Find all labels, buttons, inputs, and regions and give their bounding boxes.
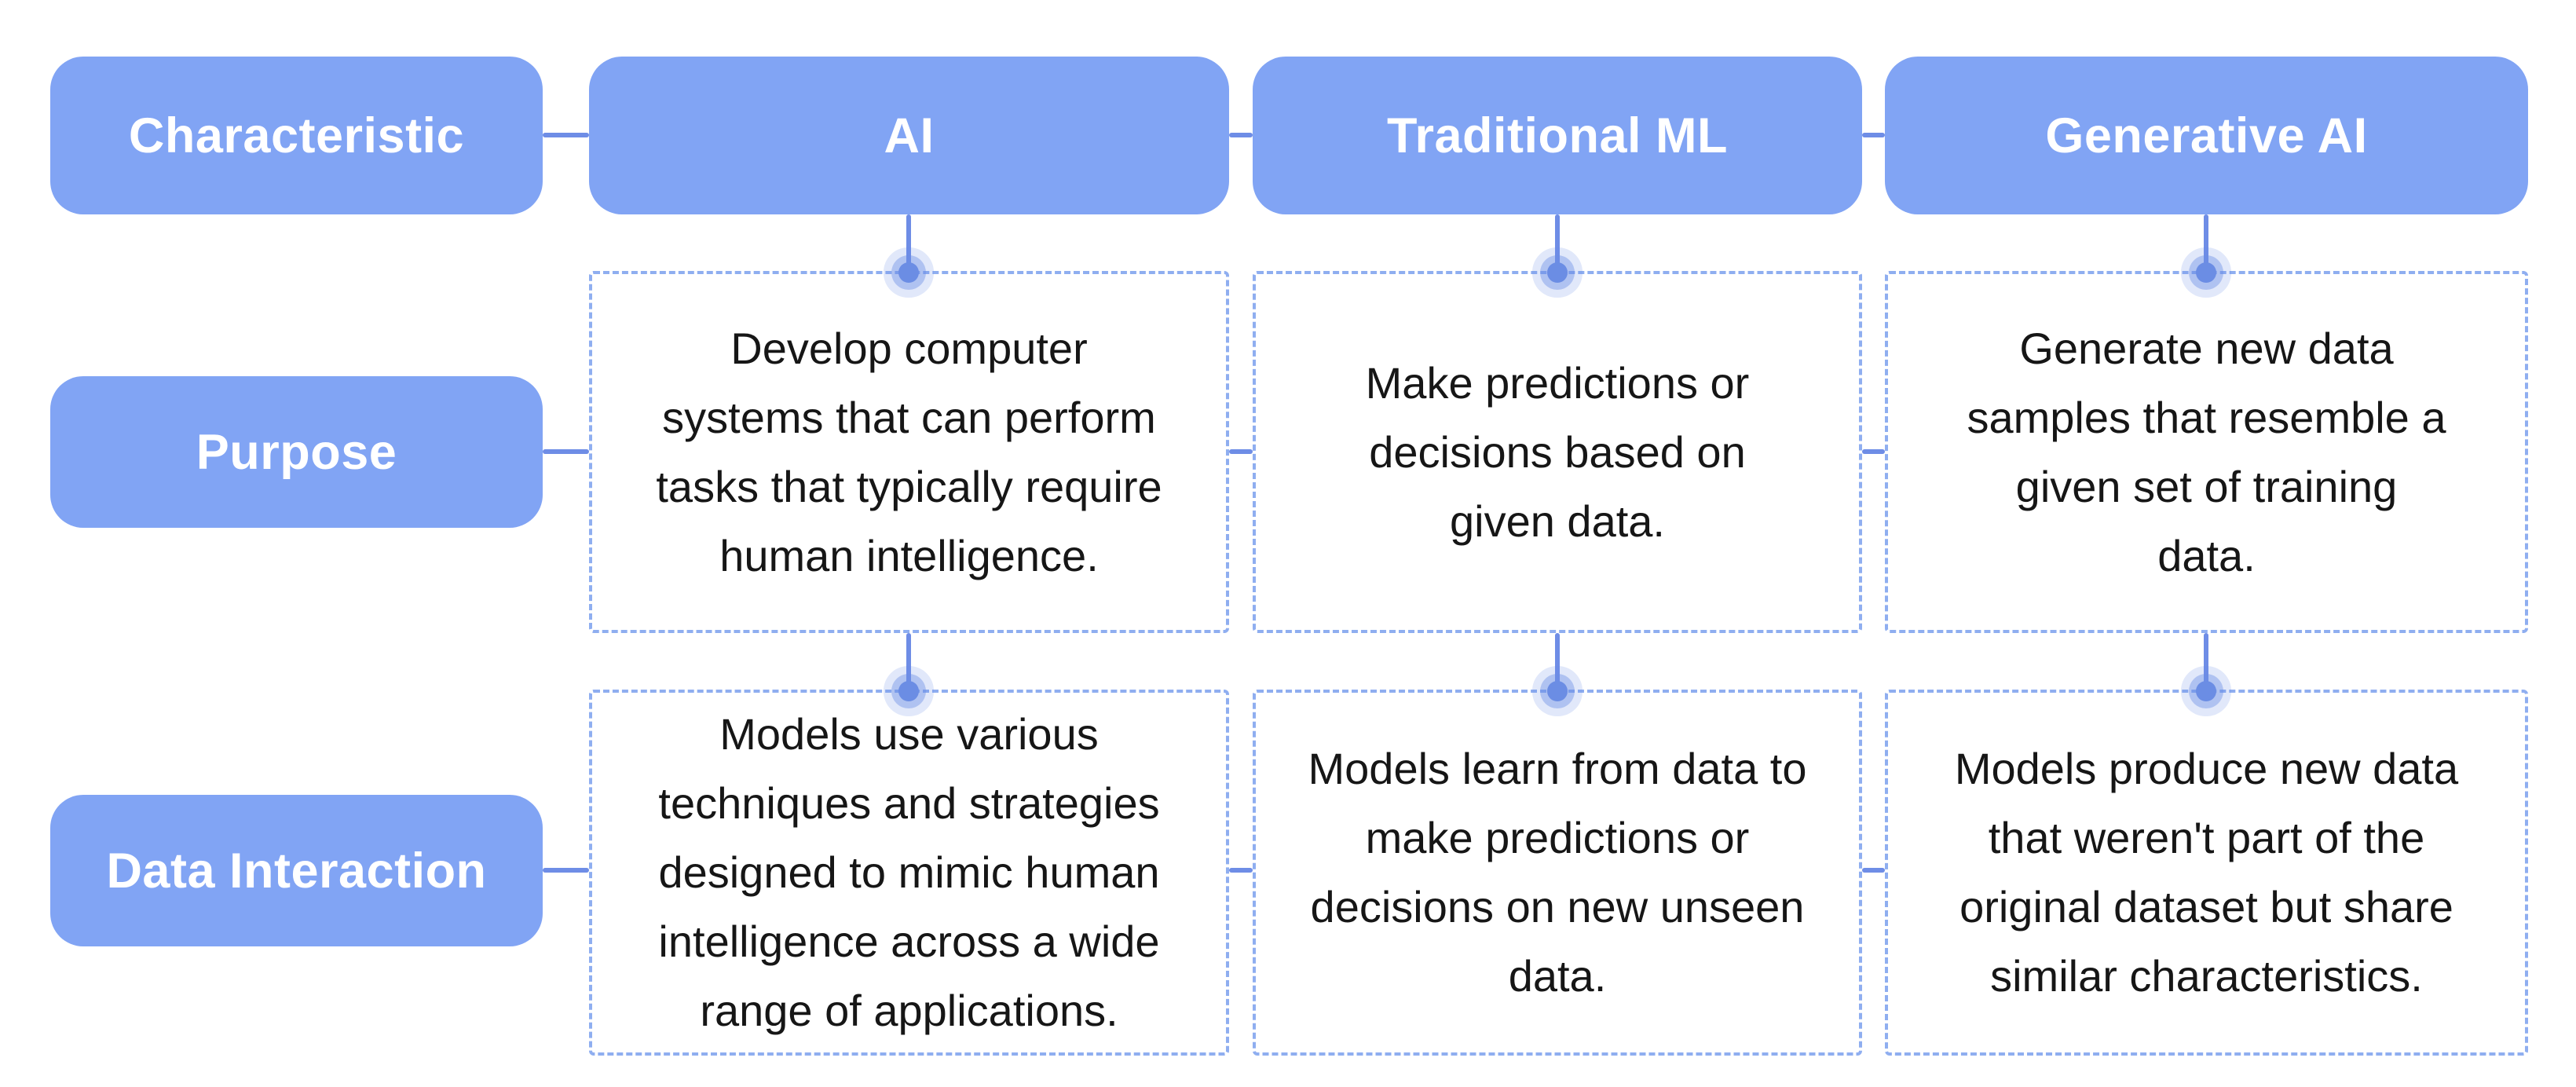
cell-data-interaction-ai-text: Models use various techniques and strate… bbox=[658, 709, 1160, 1035]
connector-traditional-ml-header-to-purpose bbox=[1555, 214, 1560, 273]
cell-data-interaction-ai: Models use various techniques and strate… bbox=[589, 690, 1229, 1056]
connector-data-label-ai bbox=[543, 868, 589, 873]
connector-header-traditional-ml-generative-ai bbox=[1862, 133, 1885, 137]
cell-purpose-generative-ai-text: Generate new data samples that resemble … bbox=[1967, 323, 2446, 580]
connector-purpose-ai-traditional-ml bbox=[1229, 449, 1253, 454]
header-traditional-ml-box: Traditional ML bbox=[1253, 57, 1862, 214]
header-generative-ai-label: Generative AI bbox=[2045, 108, 2368, 163]
node-dot-data-ai bbox=[898, 681, 919, 701]
connector-ai-purpose-to-data bbox=[906, 633, 911, 691]
cell-data-interaction-traditional-ml: Models learn from data to make predictio… bbox=[1253, 690, 1862, 1056]
header-generative-ai-box: Generative AI bbox=[1885, 57, 2528, 214]
node-dot-purpose-generative-ai bbox=[2196, 262, 2216, 283]
row-label-data-interaction-box: Data Interaction bbox=[50, 795, 543, 946]
header-characteristic-box: Characteristic bbox=[50, 57, 543, 214]
connector-data-ai-traditional-ml bbox=[1229, 868, 1253, 873]
cell-purpose-traditional-ml: Make predictions or decisions based on g… bbox=[1253, 271, 1862, 633]
header-traditional-ml-label: Traditional ML bbox=[1386, 108, 1728, 163]
node-dot-purpose-ai bbox=[898, 262, 919, 283]
connector-generative-ai-header-to-purpose bbox=[2204, 214, 2208, 273]
node-dot-purpose-traditional-ml bbox=[1547, 262, 1568, 283]
connector-purpose-traditional-ml-generative-ai bbox=[1862, 449, 1885, 454]
connector-generative-ai-purpose-to-data bbox=[2204, 633, 2208, 691]
row-label-purpose-box: Purpose bbox=[50, 376, 543, 528]
cell-purpose-traditional-ml-text: Make predictions or decisions based on g… bbox=[1365, 357, 1750, 546]
connector-ai-header-to-purpose bbox=[906, 214, 911, 273]
row-label-data-interaction: Data Interaction bbox=[106, 843, 487, 899]
cell-purpose-generative-ai: Generate new data samples that resemble … bbox=[1885, 271, 2528, 633]
connector-header-characteristic-ai bbox=[543, 133, 589, 137]
cell-purpose-ai: Develop computer systems that can perfor… bbox=[589, 271, 1229, 633]
cell-data-interaction-traditional-ml-text: Models learn from data to make predictio… bbox=[1308, 744, 1807, 1001]
cell-data-interaction-generative-ai: Models produce new data that weren't par… bbox=[1885, 690, 2528, 1056]
row-label-purpose: Purpose bbox=[196, 424, 397, 480]
connector-header-ai-traditional-ml bbox=[1229, 133, 1253, 137]
connector-traditional-ml-purpose-to-data bbox=[1555, 633, 1560, 691]
cell-purpose-ai-text: Develop computer systems that can perfor… bbox=[656, 323, 1162, 580]
cell-data-interaction-generative-ai-text: Models produce new data that weren't par… bbox=[1954, 744, 2459, 1001]
node-dot-data-traditional-ml bbox=[1547, 681, 1568, 701]
node-dot-data-generative-ai bbox=[2196, 681, 2216, 701]
header-ai-label: AI bbox=[884, 108, 935, 163]
connector-purpose-label-ai bbox=[543, 449, 589, 454]
connector-data-traditional-ml-generative-ai bbox=[1862, 868, 1885, 873]
header-ai-box: AI bbox=[589, 57, 1229, 214]
header-characteristic-label: Characteristic bbox=[128, 108, 465, 163]
